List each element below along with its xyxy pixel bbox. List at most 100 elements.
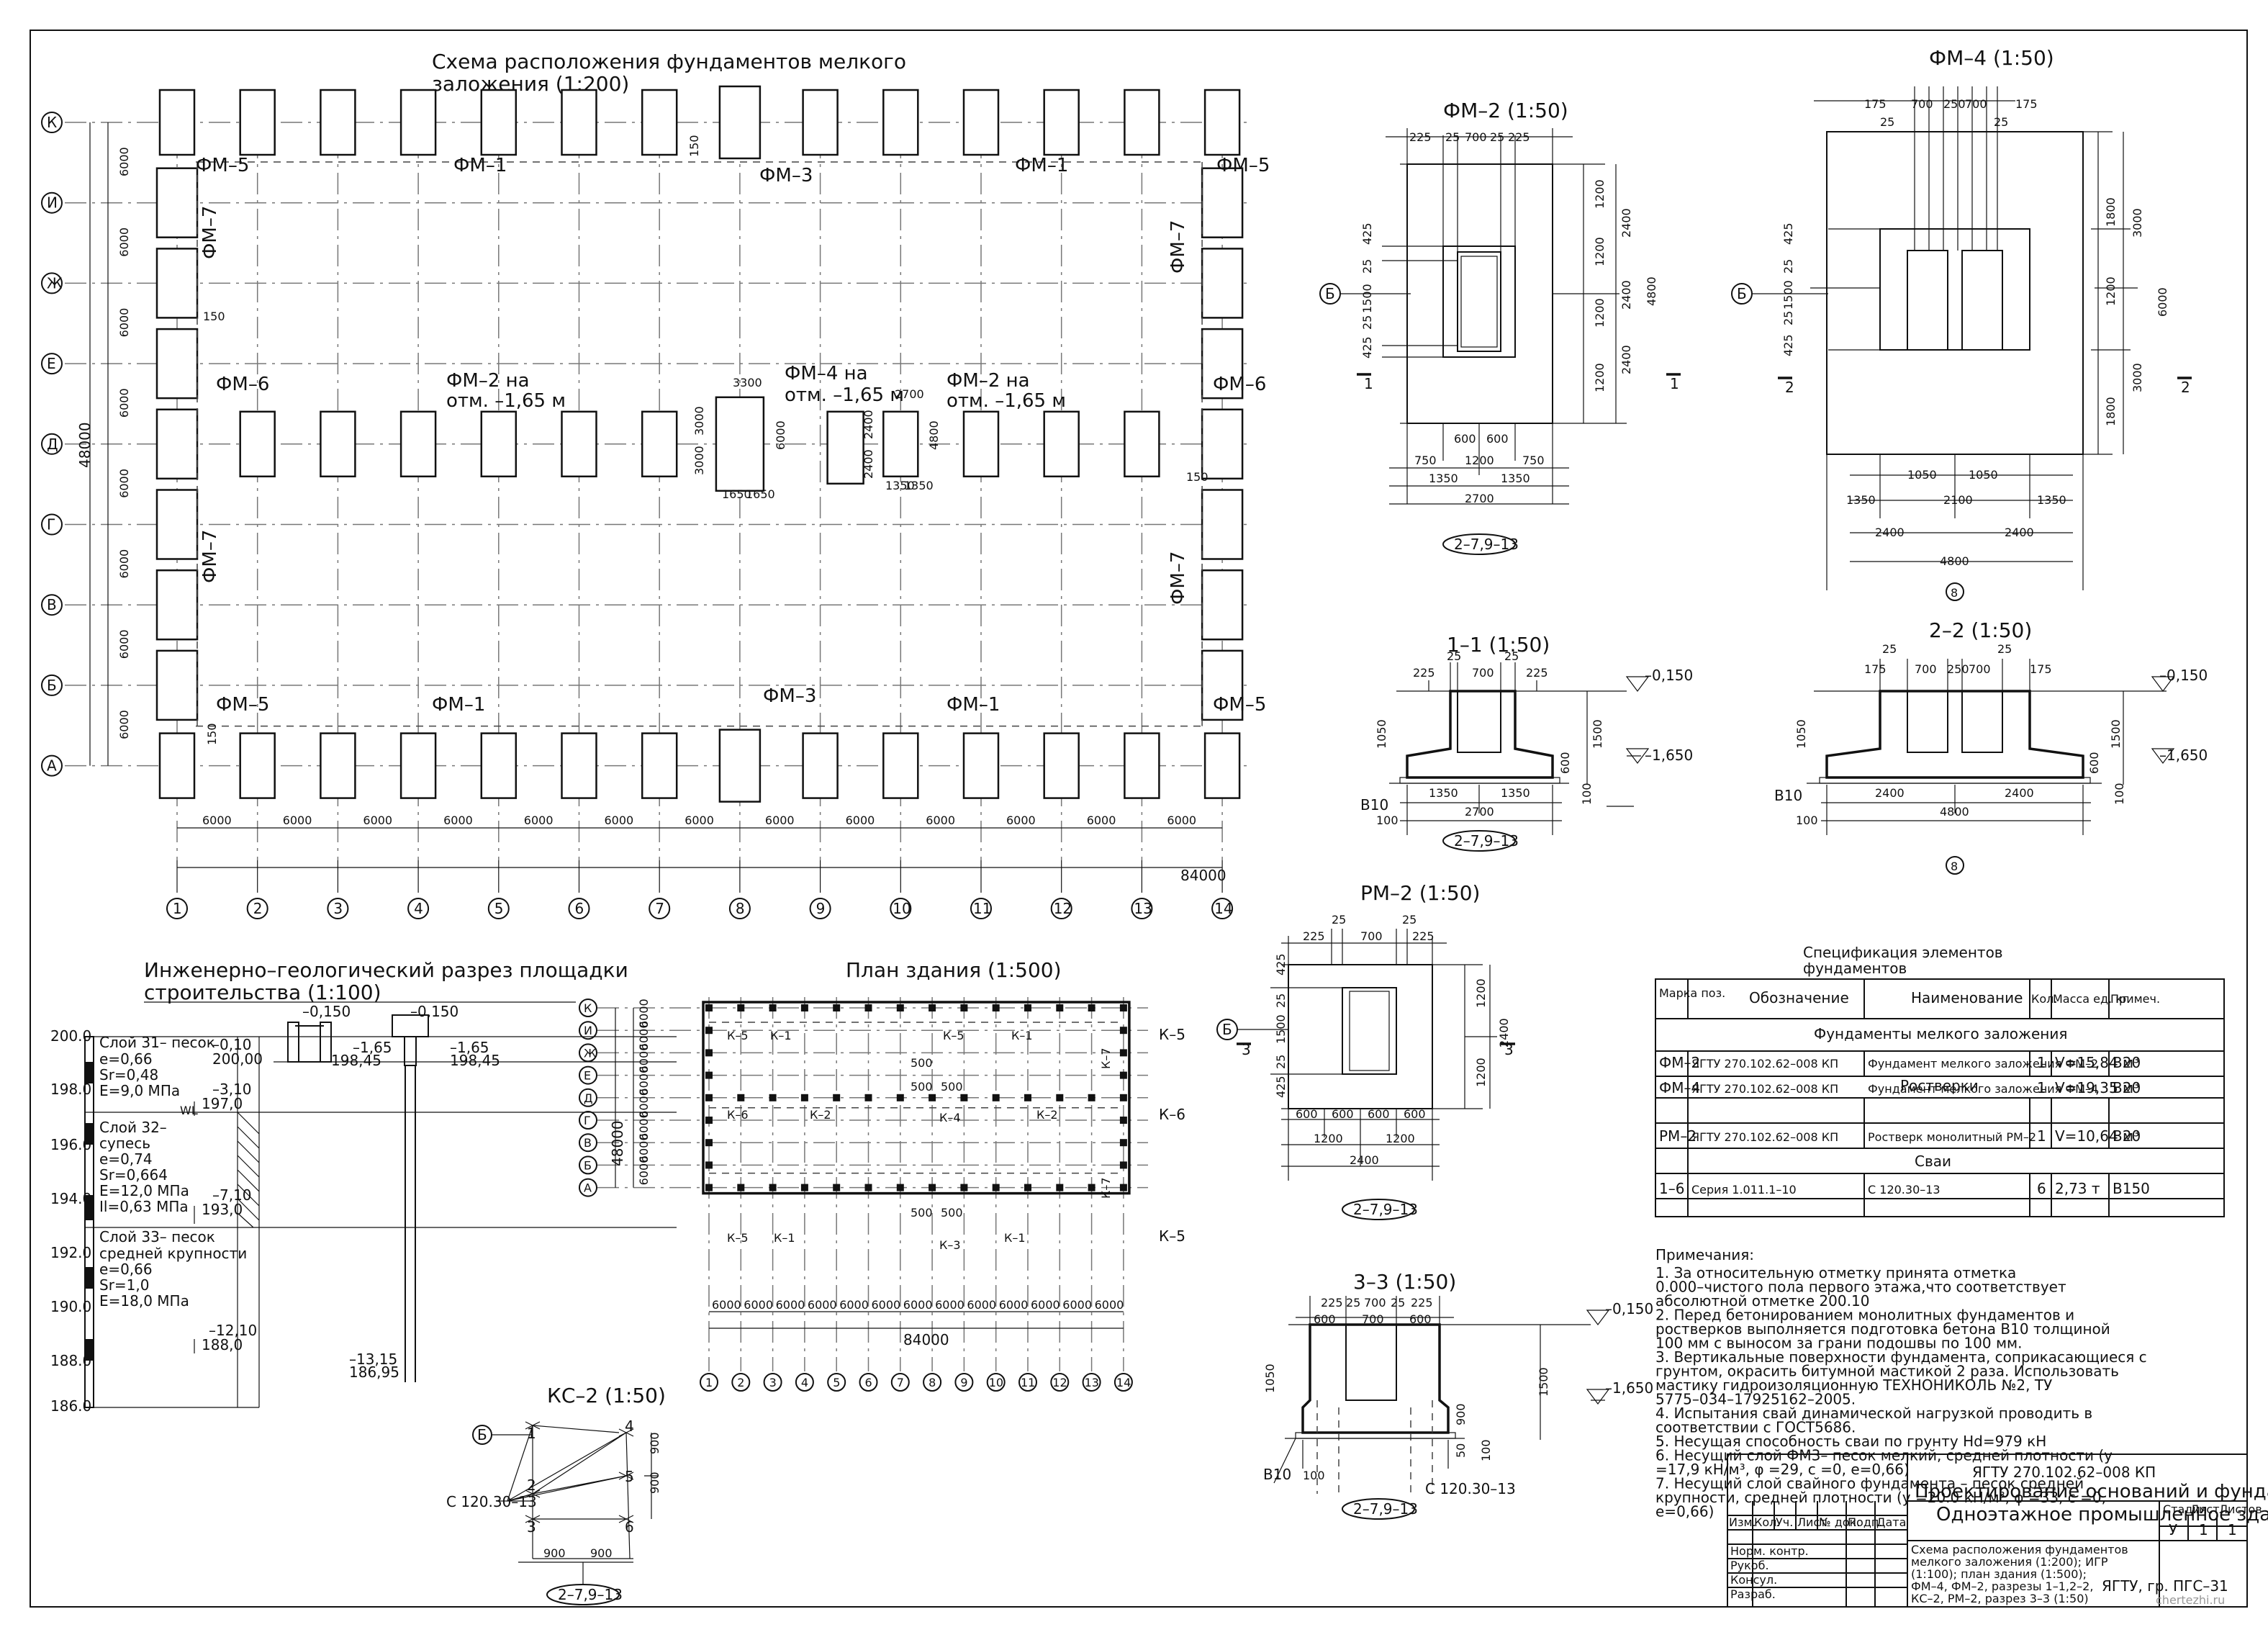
- fm4-cut-right: 2: [2181, 379, 2190, 396]
- geo-f2-lev3: 198,45: [450, 1052, 500, 1069]
- label-fm5-top-right: ФМ–5: [1216, 155, 1270, 176]
- fm2-dim-2400-c: 2400: [1619, 345, 1633, 374]
- bplan-row-dim: 6000: [637, 1089, 651, 1118]
- bplan-span-dim: 6000: [999, 1298, 1029, 1312]
- stamp-sheet-h: Лист: [2190, 1502, 2220, 1516]
- plan-col-label: 13: [1134, 900, 1152, 917]
- plan-col-bubble: [809, 898, 831, 919]
- plan-row-label: А: [47, 757, 57, 775]
- bplan-column: [800, 1094, 808, 1101]
- section-3-3: 3–3 (1:50) 225 25 700 25 225 600 700 600…: [1263, 1270, 1653, 1520]
- fm2-dim-2400-a: 2400: [1619, 208, 1633, 238]
- bplan-k3: К–3: [939, 1238, 961, 1252]
- stamp-content-line: КС–2, РМ–2, разрез 3–3 (1:50): [1911, 1592, 2089, 1605]
- plan-pedestal-side: [1201, 569, 1244, 641]
- stamp-work: Проектирование оснований и фундаментов: [1915, 1481, 2268, 1502]
- spec-cell: 1: [2037, 1127, 2046, 1145]
- sec11-title: 1–1 (1:50): [1447, 633, 1550, 657]
- bplan-col-label: 5: [833, 1376, 840, 1389]
- fm4-d425-a: 425: [1781, 222, 1795, 245]
- geo-scale-188: 188.0: [50, 1352, 91, 1369]
- fm2-dim-2400-b: 2400: [1619, 280, 1633, 310]
- fm4-b4-4800: 4800: [1940, 554, 1969, 568]
- bplan-row-dim: 6000: [637, 1133, 651, 1163]
- geo-layer3-2: е=0,66: [99, 1261, 153, 1278]
- sec11-b100: 100: [1376, 814, 1399, 827]
- plan-span-dim: 6000: [605, 814, 634, 827]
- bplan-span-dim: 6000: [712, 1298, 741, 1312]
- bplan-col-label: 2: [737, 1376, 744, 1389]
- bplan-column: [896, 1184, 904, 1191]
- plan-row-bubble: [41, 433, 63, 455]
- bplan-row-dim: 6000: [637, 1044, 651, 1073]
- plan-col-bubble: [166, 898, 188, 919]
- bplan-k1-bottom-b: К–1: [1004, 1231, 1026, 1245]
- bplan-col-bubble: [923, 1373, 942, 1392]
- sec33-top1-700: 700: [1364, 1296, 1386, 1310]
- bplan-column: [929, 1004, 936, 1011]
- plan-pedestal: [561, 89, 597, 156]
- fm2-cut-left: 1: [1364, 375, 1373, 392]
- notes-line: 1. За относительную отметку принята отме…: [1655, 1264, 2016, 1281]
- notes-line: 3. Вертикальные поверхности фундамента, …: [1655, 1348, 2147, 1366]
- bplan-row-bubble: [579, 1133, 597, 1153]
- stamp-col: Кол.: [1754, 1515, 1780, 1529]
- stamp-sheets: 1: [2228, 1521, 2237, 1538]
- spec-cell: В150: [2113, 1180, 2150, 1197]
- bplan-span-dim: 6000: [808, 1298, 837, 1312]
- bplan-500-d: 500: [911, 1206, 933, 1220]
- plan-row-bubble: [41, 594, 63, 616]
- plan-pedestal: [1124, 732, 1160, 799]
- fm4-top2-250: 250: [1943, 97, 1966, 111]
- geo-layer2-2: е=0,74: [99, 1150, 153, 1168]
- section-2-2: 2–2 (1:50) 25 25 175 700 250 700 175 –0,…: [1774, 618, 2208, 875]
- rm2-title: РМ–2 (1:50): [1360, 881, 1480, 905]
- dim-fm2-4800: 4800: [927, 420, 941, 450]
- sec11-b10: В10: [1360, 796, 1388, 814]
- spec-h-mark: Марка поз.: [1659, 986, 1725, 1000]
- notes-line: 0.000–чистого пола первого этажа,что соо…: [1655, 1279, 2066, 1296]
- bplan-col-label: 11: [1021, 1376, 1035, 1389]
- plan-col-bubble: [487, 898, 510, 919]
- bplan-500-b: 500: [911, 1080, 933, 1094]
- fm4-top2-700-b: 700: [1965, 97, 1987, 111]
- plan-pedestal-fm2-detail: [826, 410, 864, 485]
- sec22-bot-4800: 4800: [1940, 805, 1969, 819]
- rm2-top2-225-a: 225: [1303, 929, 1325, 943]
- sec33-ref: 2–7,9–13: [1353, 1500, 1418, 1518]
- foundation-plan: Схема расположения фундаментов мелкого з…: [41, 50, 1270, 919]
- geo-scale-186: 186.0: [50, 1397, 91, 1415]
- geological-section: Инженерно–геологический разрез площадки …: [50, 958, 677, 1415]
- sec11-top-225-b: 225: [1526, 666, 1548, 680]
- bplan-col-label: 10: [989, 1376, 1003, 1389]
- fm2-b2-750-a: 750: [1414, 454, 1437, 467]
- bplan-k5-bottom-a: К–5: [727, 1231, 749, 1245]
- sec11-ref: 2–7,9–13: [1454, 832, 1519, 849]
- bplan-column: [896, 1094, 904, 1101]
- sec11-top-225-a: 225: [1413, 666, 1435, 680]
- rm2-b2-1200-a: 1200: [1314, 1132, 1343, 1145]
- stamp-stage-h: Стадия: [2163, 1502, 2207, 1516]
- sec22-lev1: –0,150: [2159, 667, 2208, 684]
- label-fm6-left: ФМ–6: [216, 374, 269, 395]
- plan-row-label: Б: [47, 677, 57, 694]
- bplan-column: [896, 1004, 904, 1011]
- notes-line: 6. Несущий слой ФМ3– песок мелкий, средн…: [1655, 1447, 2113, 1464]
- bplan-col-label: 4: [801, 1376, 808, 1389]
- sec33-top2-700: 700: [1362, 1312, 1384, 1326]
- rm2-b1-600-b: 600: [1332, 1107, 1354, 1121]
- sec33-b100: 100: [1303, 1469, 1325, 1482]
- sec11-top-25-b: 25: [1504, 649, 1519, 663]
- plan-pedestal: [641, 89, 678, 156]
- plan-col-bubble: [1131, 898, 1153, 919]
- plan-col-label: 8: [736, 900, 745, 917]
- plan-col-label: 12: [1054, 900, 1072, 917]
- notes-line: соответствии с ГОСТ5686.: [1655, 1419, 1856, 1436]
- spec-h-qty: Кол.: [2031, 992, 2057, 1006]
- rm2-axis: Б: [1222, 1021, 1232, 1038]
- bplan-column: [833, 1184, 841, 1191]
- bplan-column: [1119, 1004, 1127, 1011]
- plan-col-label: 11: [973, 900, 991, 917]
- rm2-d425-b: 425: [1274, 1076, 1288, 1098]
- dim-fm4-3000-a: 3000: [692, 406, 706, 436]
